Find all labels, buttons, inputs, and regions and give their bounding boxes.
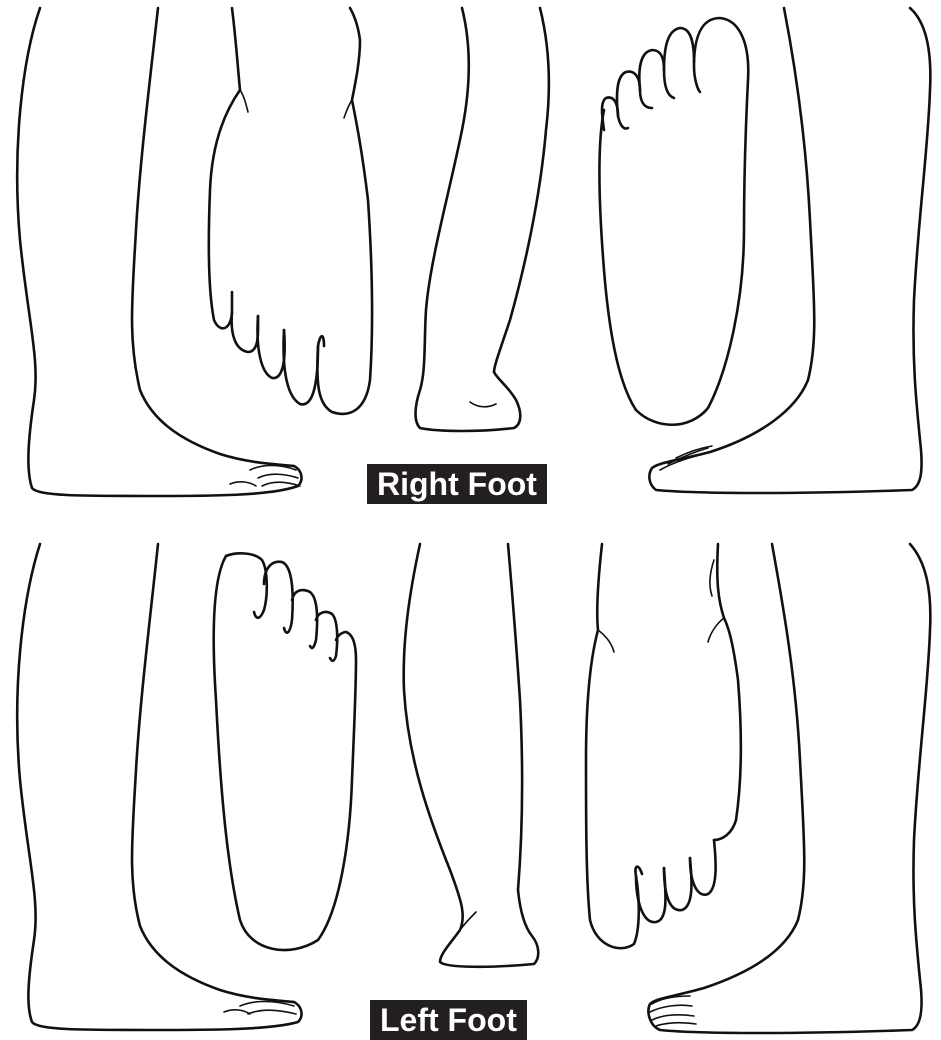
left-foot-posterior-view xyxy=(404,544,539,967)
right-foot-medial-side-view xyxy=(17,8,301,496)
left-foot-lateral-side-view xyxy=(648,544,930,1033)
left-foot-dorsal-view xyxy=(586,544,741,948)
right-foot-label: Right Foot xyxy=(367,464,547,504)
left-foot-label: Left Foot xyxy=(370,1000,527,1040)
left-foot-views xyxy=(17,544,930,1033)
right-foot-plantar-view xyxy=(599,18,748,425)
right-foot-dorsal-view xyxy=(209,8,372,414)
right-foot-posterior-view xyxy=(416,8,549,431)
right-foot-views xyxy=(17,8,930,496)
left-foot-plantar-view xyxy=(214,553,356,950)
